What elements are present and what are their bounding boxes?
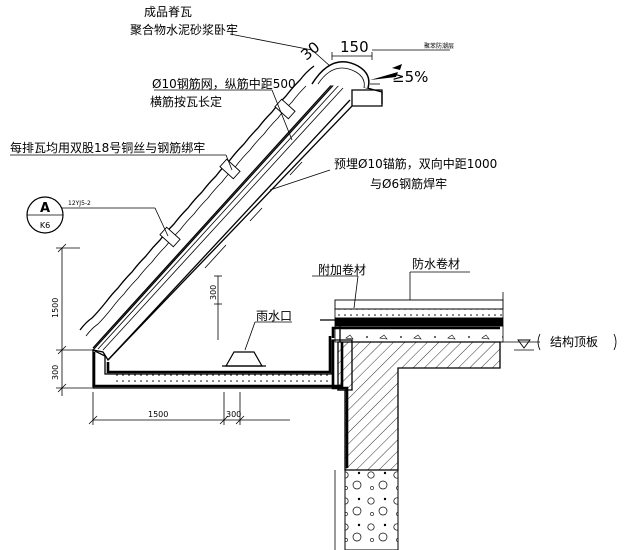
leader-lines (10, 33, 540, 351)
dim-inner-300: 300 (209, 285, 218, 300)
dimension-lines (56, 243, 290, 425)
structural-wall (331, 340, 501, 550)
waterproof-membrane-label: 防水卷材 (412, 256, 460, 271)
dim-width-1500: 1500 (148, 410, 168, 419)
anchor-label-2: 与Ø6钢筋焊牢 (370, 176, 447, 191)
top-small-label: 聚苯防潮层 (424, 42, 454, 50)
ridge-tile-label-2: 聚合物水泥砂浆卧牢 (130, 22, 238, 37)
mesh-label-2: 横筋按瓦长定 (150, 94, 222, 109)
dim-ridge-r: 30 (297, 38, 323, 64)
rain-outlet-label: 雨水口 (256, 309, 292, 323)
mesh-label-1: Ø10钢筋网，纵筋中距500 (152, 76, 296, 91)
anchor-label-1: 预埋Ø10锚筋，双向中距1000 (334, 156, 497, 171)
ridge-tile (311, 61, 383, 106)
dim-ridge-width: 150 (340, 38, 369, 56)
gutter-slab (92, 336, 353, 391)
slab-marker (514, 333, 617, 351)
dim-height-300: 300 (51, 365, 60, 380)
dim-slope: ≥5% (392, 68, 428, 86)
rain-outlet (222, 351, 266, 367)
detail-ref-bottom: K6 (40, 221, 50, 230)
dim-height-1500: 1500 (51, 298, 60, 318)
structural-slab-label: 结构顶板 (550, 334, 598, 349)
roof-layers (320, 292, 504, 343)
detail-ref-drawing: 12YJ5-2 (68, 200, 91, 207)
detail-reference: A K6 12YJ5-2 (26, 196, 91, 234)
sloped-roof-slab (79, 65, 383, 362)
dim-width-300: 300 (226, 410, 241, 419)
extra-membrane-label: 附加卷材 (318, 262, 366, 277)
tile-tie-label: 每排瓦均用双股18号铜丝与钢筋绑牢 (10, 140, 205, 155)
annotations: 成品脊瓦 聚合物水泥砂浆卧牢 Ø10钢筋网，纵筋中距500 横筋按瓦长定 每排瓦… (10, 5, 598, 349)
ridge-dimensions (331, 52, 402, 80)
ridge-tile-label-1: 成品脊瓦 (144, 5, 192, 19)
detail-ref-top: A (40, 201, 50, 216)
